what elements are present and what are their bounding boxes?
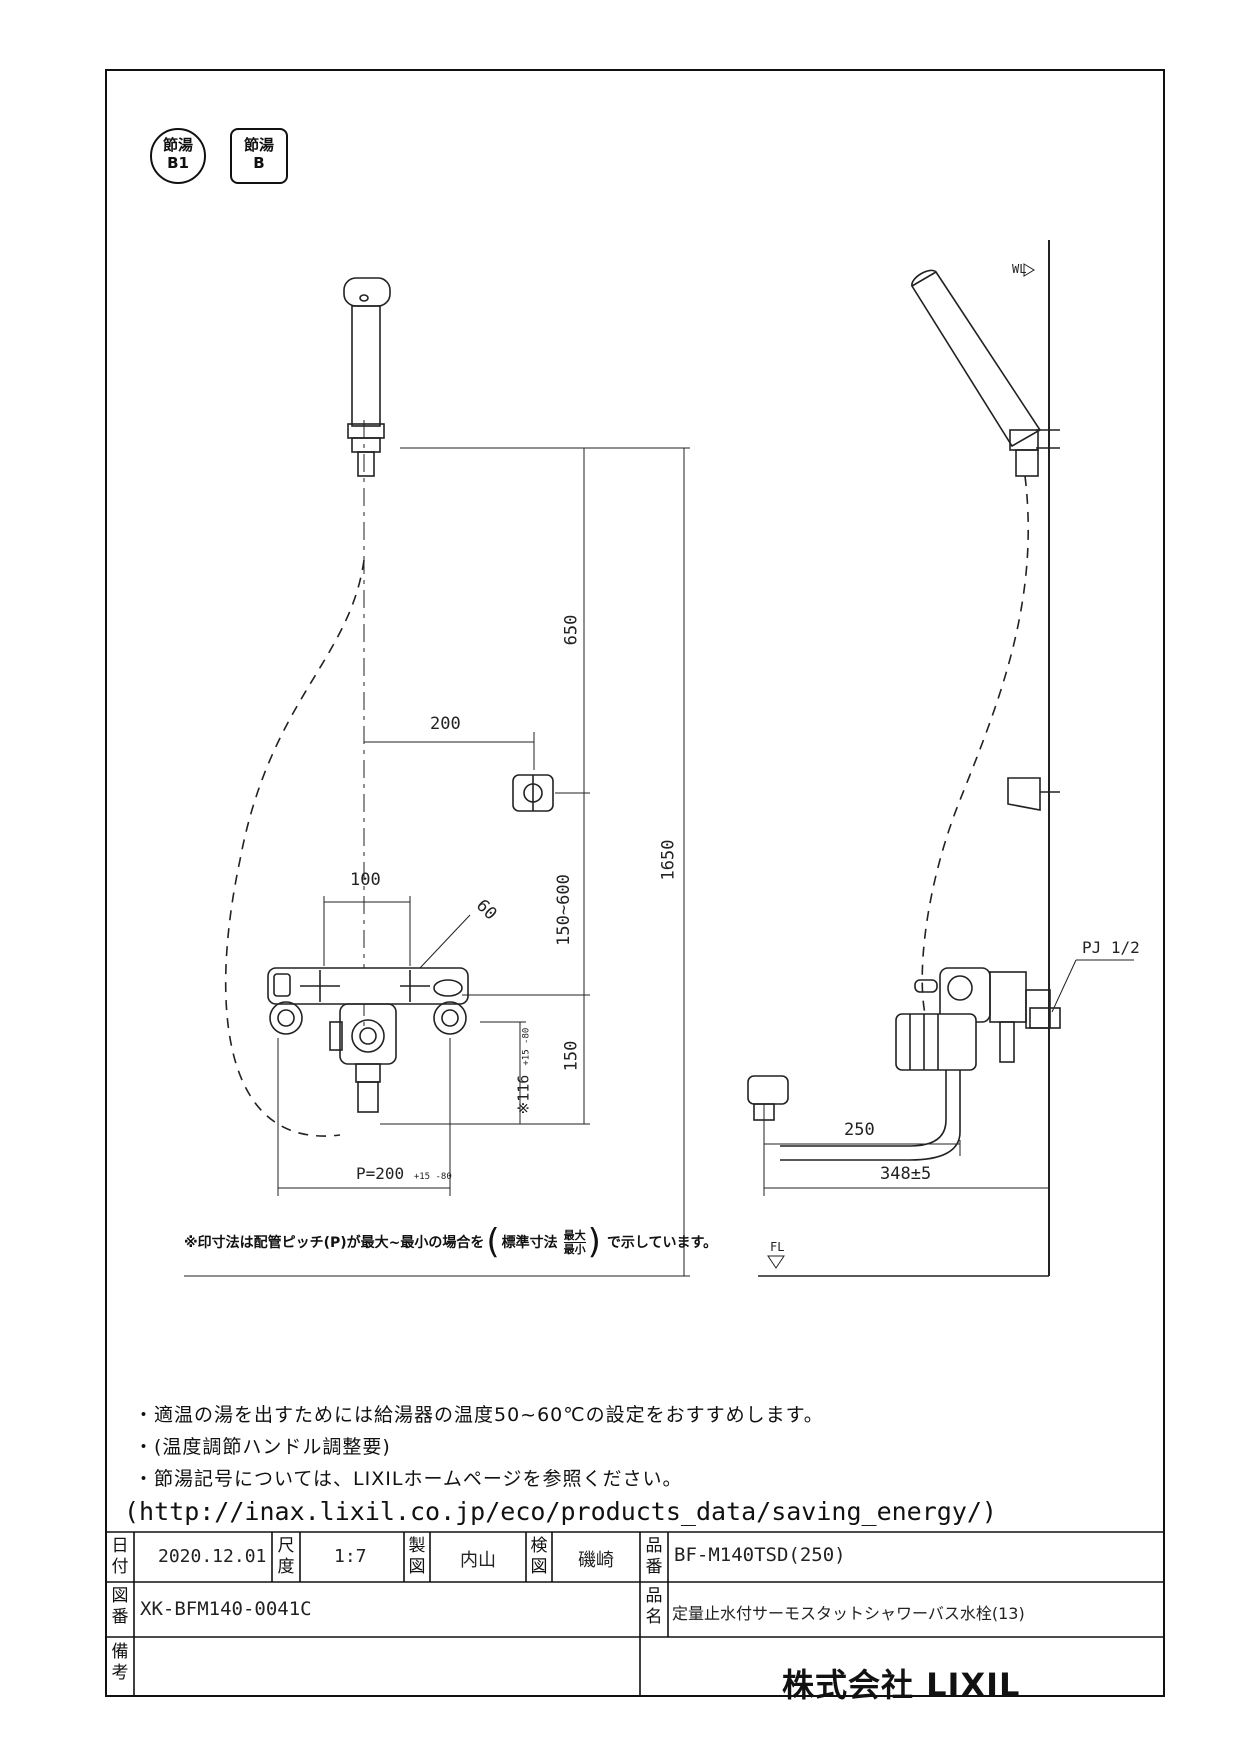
title-block-grid [106,1531,1164,1696]
value-scale: 1:7 [334,1546,367,1567]
dim-116-value: ※116 [514,1074,533,1115]
shower-head-front [343,277,391,477]
front-view [184,277,690,1277]
dim-116: ※116 +15 -80 [514,1028,532,1115]
label-drawn: 製図 [408,1536,426,1577]
faucet-body-front [267,967,469,1113]
dim-116-tolerance: +15 -80 [521,1027,532,1066]
shower-head-side [910,269,1060,477]
label-date: 日付 [111,1536,129,1577]
value-date: 2020.12.01 [158,1546,267,1567]
dim-100: 100 [350,870,381,890]
value-drawn: 内山 [460,1550,496,1571]
value-checked: 磯崎 [578,1550,614,1571]
dim-pitch-tolerance: +15 -80 [413,1172,452,1182]
badge-b: 節湯 B [230,128,288,184]
company-name: 株式会社 LIXIL [782,1666,1021,1704]
dim-150-600: 150~600 [553,874,574,946]
dim-250: 250 [844,1120,875,1140]
value-drawing-no: XK-BFM140-0041C [140,1598,312,1620]
note-3: ・節湯記号については、LIXILホームページを参照ください。 [134,1468,683,1490]
dim-650: 650 [561,614,582,646]
dim-pj: PJ 1/2 [1082,938,1140,957]
dim-200: 200 [430,714,461,734]
note-2: ・(温度調節ハンドル調整要) [134,1436,391,1458]
shower-hose-side [921,475,1030,1031]
label-drawing-no: 図番 [111,1586,129,1627]
dimension-note-std: 標準寸法 [501,1235,558,1251]
badge-b1: 節湯 B1 [150,128,206,184]
front-dimension-lines [184,447,690,1277]
label-wl: WL [1012,262,1027,276]
dimension-note: ※印寸法は配管ピッチ(P)が最大~最小の場合を ( 標準寸法 最大 最小 ) で… [184,1222,717,1262]
badge-b-bottom: B [253,154,265,172]
dim-1650: 1650 [658,839,679,881]
label-checked: 検図 [530,1536,548,1577]
side-view [747,240,1134,1277]
dimension-note-minmax: 最大 最小 [563,1228,586,1256]
dimension-note-min: 最小 [563,1242,586,1256]
eco-url: (http://inax.lixil.co.jp/eco/products_da… [124,1497,997,1526]
dimension-note-paren-close: ) [587,1222,601,1262]
dimension-note-max: 最大 [563,1228,586,1243]
label-fl: FL [770,1240,785,1254]
badge-b1-top: 節湯 [162,136,193,154]
dimension-note-suffix: で示しています。 [606,1235,718,1251]
dim-pitch: P=200 +15 -80 [356,1164,452,1183]
faucet-body-side [747,967,1061,1161]
hanger-bracket-front [512,774,554,812]
note-1: ・適温の湯を出すためには給湯器の温度50~60℃の設定をおすすめします。 [134,1404,824,1426]
badge-b-top: 節湯 [243,136,274,154]
badge-b1-bottom: B1 [167,154,189,172]
label-product-name: 品名 [645,1586,663,1627]
label-scale: 尺度 [277,1536,295,1577]
dim-pitch-value: P=200 [356,1164,405,1183]
value-product-name: 定量止水付サーモスタットシャワーバス水栓(13) [672,1604,1025,1623]
side-dimension-lines [763,263,1134,1269]
dimension-note-prefix: ※印寸法は配管ピッチ(P)が最大~最小の場合を [184,1235,485,1251]
value-part-no: BF-M140TSD(250) [674,1544,846,1566]
hanger-side [1007,777,1060,811]
dimension-note-paren-open: ( [486,1222,500,1262]
dim-348: 348±5 [880,1164,932,1184]
shower-hose-front [224,559,365,1137]
dim-150: 150 [561,1040,582,1072]
label-remarks: 備考 [111,1642,129,1683]
label-part-no: 品番 [645,1536,663,1577]
